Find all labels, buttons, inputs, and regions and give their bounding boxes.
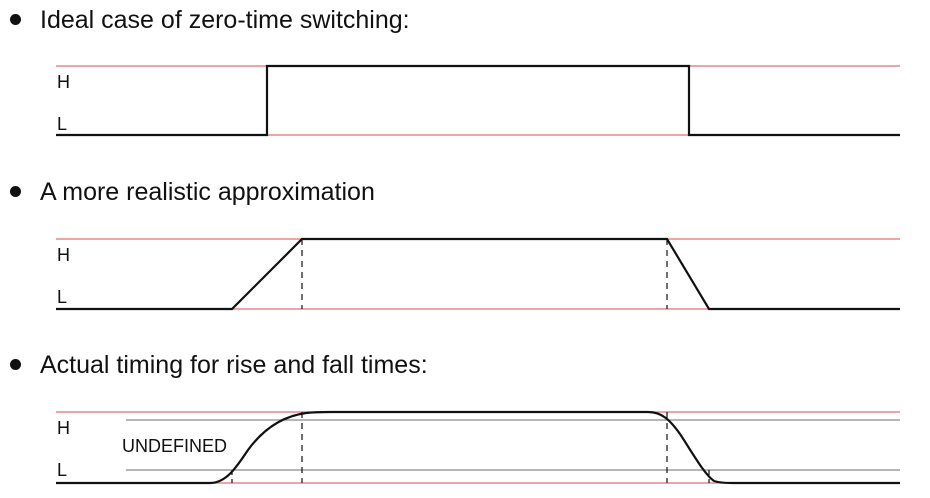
ramp-signal-waveform — [56, 237, 900, 311]
actual-signal-waveform — [56, 410, 900, 485]
undefined-region-label: UNDEFINED — [122, 436, 227, 456]
bullet-dot-icon — [10, 186, 21, 197]
bullet-text-realistic: A more realistic approximation — [40, 178, 375, 206]
level-label-low: L — [57, 114, 67, 134]
diagram-realistic: H L — [56, 237, 900, 311]
bullet-text-ideal: Ideal case of zero-time switching: — [40, 6, 410, 34]
diagram-ideal: H L — [56, 64, 900, 137]
bullet-dot-icon — [10, 14, 21, 25]
ideal-signal-waveform — [56, 64, 900, 137]
level-label-low: L — [57, 287, 67, 307]
level-label-high: H — [57, 245, 70, 265]
level-label-low: L — [57, 460, 67, 480]
level-label-high: H — [57, 72, 70, 92]
level-label-high: H — [57, 418, 70, 438]
bullet-text-actual: Actual timing for rise and fall times: — [40, 351, 428, 379]
diagram-actual: H L UNDEFINED — [56, 410, 900, 485]
bullet-dot-icon — [10, 359, 21, 370]
